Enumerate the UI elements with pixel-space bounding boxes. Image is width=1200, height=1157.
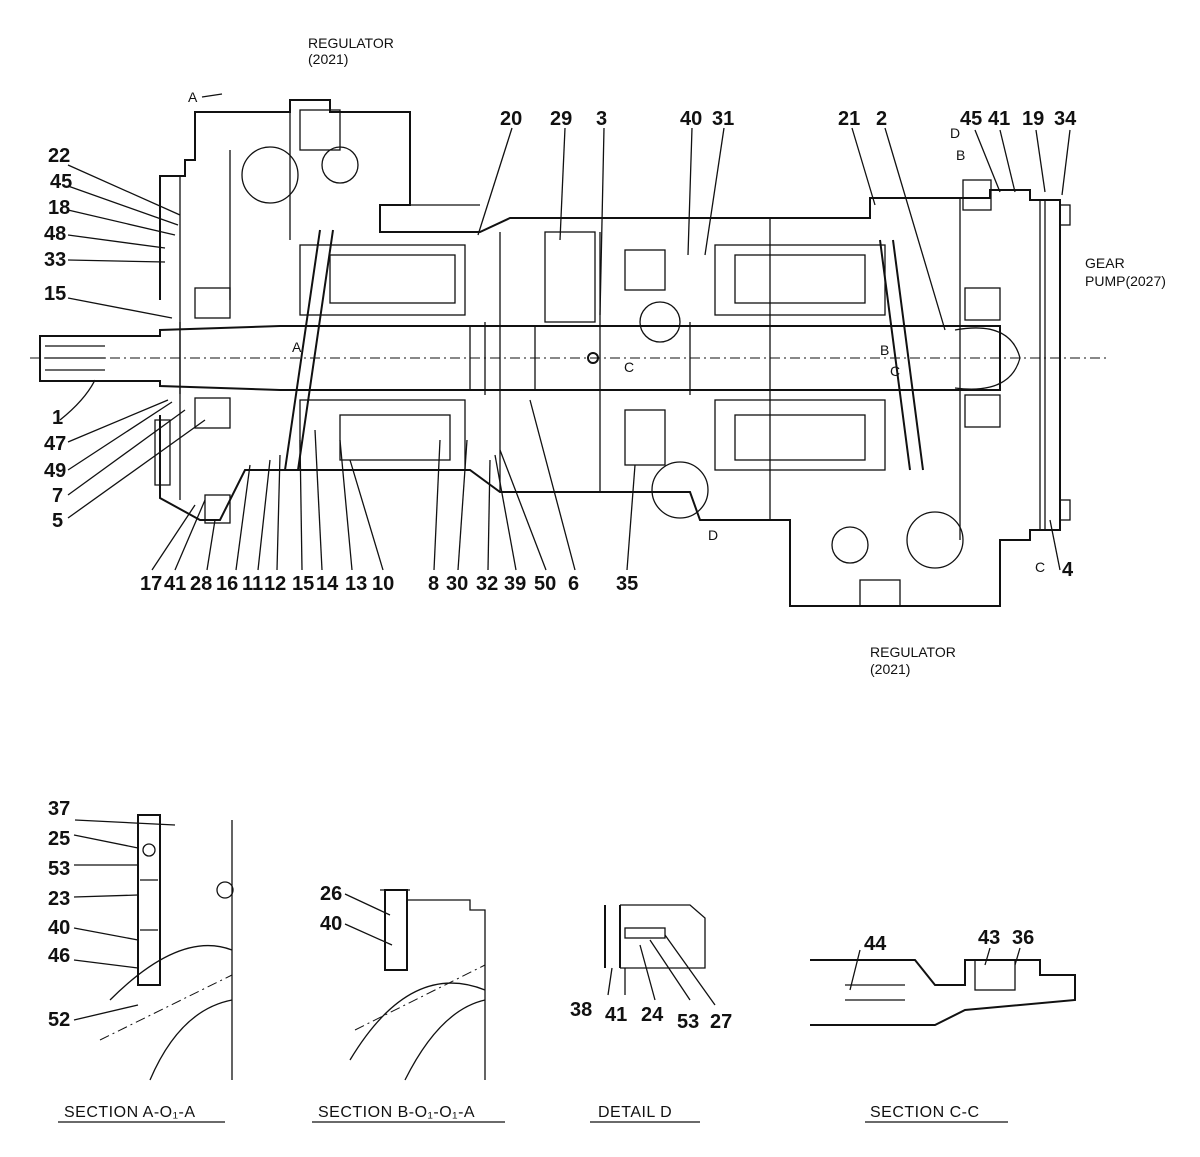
callout-35: 35 [616,573,638,595]
callout-12: 12 [264,573,286,595]
det-d-label-41: 41 [605,1004,627,1026]
callout-39: 39 [504,573,526,595]
regulator-bottom-line2: (2021) [870,661,910,677]
callout-45-top: 45 [960,108,982,130]
caption-section-a: SECTION A-O₁-A [64,1104,196,1121]
callout-19: 19 [1022,108,1044,130]
regulator-top-line1: REGULATOR [308,35,394,51]
callout-47: 47 [44,433,66,455]
callouts-top-row: 20 29 3 40 31 21 2 45 41 19 34 [500,108,1077,130]
regulator-bottom-line1: REGULATOR [870,644,956,660]
callout-30: 30 [446,573,468,595]
callout-2: 2 [876,108,887,130]
marker-d-circle: D [708,527,718,543]
callout-6: 6 [568,573,579,595]
marker-b-inner: B [880,342,889,358]
callout-16: 16 [216,573,238,595]
sec-a-label-37: 37 [48,798,70,820]
det-d-label-24: 24 [641,1004,664,1026]
det-d-label-53: 53 [677,1011,699,1033]
callout-45-left: 45 [50,171,72,193]
sec-b-label-40: 40 [320,913,342,935]
sec-a-label-46: 46 [48,945,70,967]
callout-50: 50 [534,573,556,595]
callout-29: 29 [550,108,572,130]
callout-18: 18 [48,197,70,219]
detail-d-labels: 38 41 24 53 27 [570,999,732,1033]
callout-13: 13 [345,573,367,595]
regulator-top-line2: (2021) [308,51,348,67]
section-a-drawing [73,814,234,1081]
callout-3: 3 [596,108,607,130]
sec-a-label-23: 23 [48,888,70,910]
marker-c-inner: C [890,363,900,379]
sec-c-label-44: 44 [864,933,887,955]
section-b-labels: 26 40 [320,883,342,935]
sec-a-label-25: 25 [48,828,70,850]
callout-15-left: 15 [44,283,66,305]
sec-b-label-26: 26 [320,883,342,905]
marker-a-inner: A [292,339,302,355]
callouts-left-column: 22 45 18 48 33 15 1 47 49 7 5 [44,145,72,532]
callout-31: 31 [712,108,734,130]
callout-21: 21 [838,108,860,130]
section-b-drawing [344,889,486,1081]
callout-11: 11 [242,573,263,595]
marker-a-arrow-line [201,93,223,98]
marker-a-arrow: A [188,89,198,105]
callout-32: 32 [476,573,498,595]
sec-c-label-36: 36 [1012,927,1034,949]
callout-48: 48 [44,223,66,245]
sec-a-label-40: 40 [48,917,70,939]
det-d-label-27: 27 [710,1011,732,1033]
callout-41-bottom: 41 [164,573,186,595]
callout-33: 33 [44,249,66,271]
gear-pump-line1: GEAR [1085,255,1125,271]
callout-7: 7 [52,485,63,507]
sec-c-label-43: 43 [978,927,1000,949]
caption-section-b: SECTION B-O₁-O₁-A [318,1104,475,1121]
marker-d-top: D [950,125,960,141]
callout-10: 10 [372,573,394,595]
callout-20: 20 [500,108,522,130]
callout-22: 22 [48,145,70,167]
callout-41-top: 41 [988,108,1010,130]
callouts-bottom-row: 17 41 28 16 11 12 15 14 13 10 8 30 32 39… [140,559,1074,595]
marker-b-arrow: B [956,147,965,163]
callout-14: 14 [316,573,339,595]
marker-c-center: C [624,359,634,375]
caption-detail-d: DETAIL D [598,1104,672,1121]
callout-28: 28 [190,573,212,595]
callout-49: 49 [44,460,66,482]
caption-section-c: SECTION C-C [870,1104,980,1121]
section-c-drawing [810,947,1076,1026]
det-d-label-38: 38 [570,999,592,1021]
callout-17: 17 [140,573,162,595]
callout-4: 4 [1062,559,1074,581]
leader-lines [59,127,1071,571]
callout-5: 5 [52,510,63,532]
callout-40-top: 40 [680,108,702,130]
callout-8: 8 [428,573,439,595]
callout-1: 1 [52,407,63,429]
sec-a-label-52: 52 [48,1009,70,1031]
section-c-labels: 44 43 36 [864,927,1034,955]
detail-d-drawing [604,904,716,1006]
section-a-labels: 37 25 53 23 40 46 52 [48,798,70,1031]
marker-c-circle: C [1035,559,1045,575]
callout-15-bottom: 15 [292,573,314,595]
gear-pump-line2: PUMP(2027) [1085,273,1166,289]
callout-34: 34 [1054,108,1077,130]
sec-a-label-53: 53 [48,858,70,880]
